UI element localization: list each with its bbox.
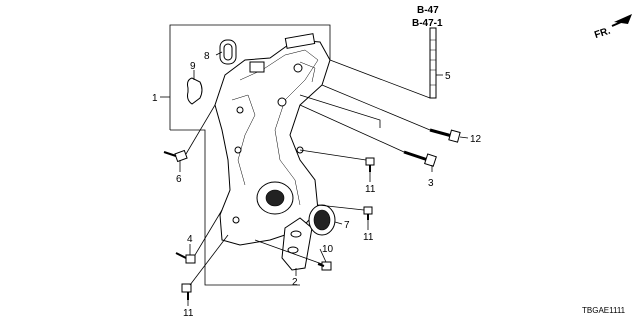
assembly-frame xyxy=(160,24,331,286)
diagram-code: TBGAE1111 xyxy=(582,306,626,315)
callout-8: 8 xyxy=(204,51,210,62)
callout-4: 4 xyxy=(187,234,193,245)
direction-label: FR. xyxy=(593,26,612,42)
bolt-12[interactable] xyxy=(429,128,461,143)
gasket-2[interactable] xyxy=(281,217,313,271)
callout-5: 5 xyxy=(445,71,451,82)
callout-11-mid: 11 xyxy=(363,232,374,243)
callout-9: 9 xyxy=(190,61,196,72)
reference-b-47-1[interactable]: B-47-1 xyxy=(412,18,443,29)
bolt-4[interactable] xyxy=(175,252,196,264)
bolt-6[interactable] xyxy=(163,149,188,163)
direction-arrow-icon xyxy=(614,14,632,24)
bolt-3[interactable] xyxy=(403,150,437,167)
leader-lines xyxy=(179,51,469,306)
callout-11-upper: 11 xyxy=(365,184,376,195)
callout-6: 6 xyxy=(176,174,182,185)
bolt-11-upper[interactable] xyxy=(365,157,375,172)
oil-seal-7[interactable] xyxy=(308,204,336,236)
callout-2: 2 xyxy=(292,277,298,288)
callout-1: 1 xyxy=(152,93,158,104)
callout-11-lower: 11 xyxy=(183,308,194,319)
bolt-11-lower[interactable] xyxy=(181,283,192,300)
callout-7: 7 xyxy=(344,220,350,231)
callout-3: 3 xyxy=(428,178,434,189)
front-direction-indicator: FR. xyxy=(593,14,632,41)
reference-b-47[interactable]: B-47 xyxy=(417,5,439,16)
chain-case-cover[interactable] xyxy=(214,33,331,246)
o-ring-8[interactable] xyxy=(219,39,237,65)
callout-10: 10 xyxy=(322,244,334,255)
bolt-11-mid[interactable] xyxy=(363,206,373,220)
callout-12: 12 xyxy=(470,134,482,145)
seal-9[interactable] xyxy=(187,77,203,105)
bolt-10[interactable] xyxy=(317,261,332,271)
stud-bolt-5[interactable] xyxy=(429,27,437,99)
